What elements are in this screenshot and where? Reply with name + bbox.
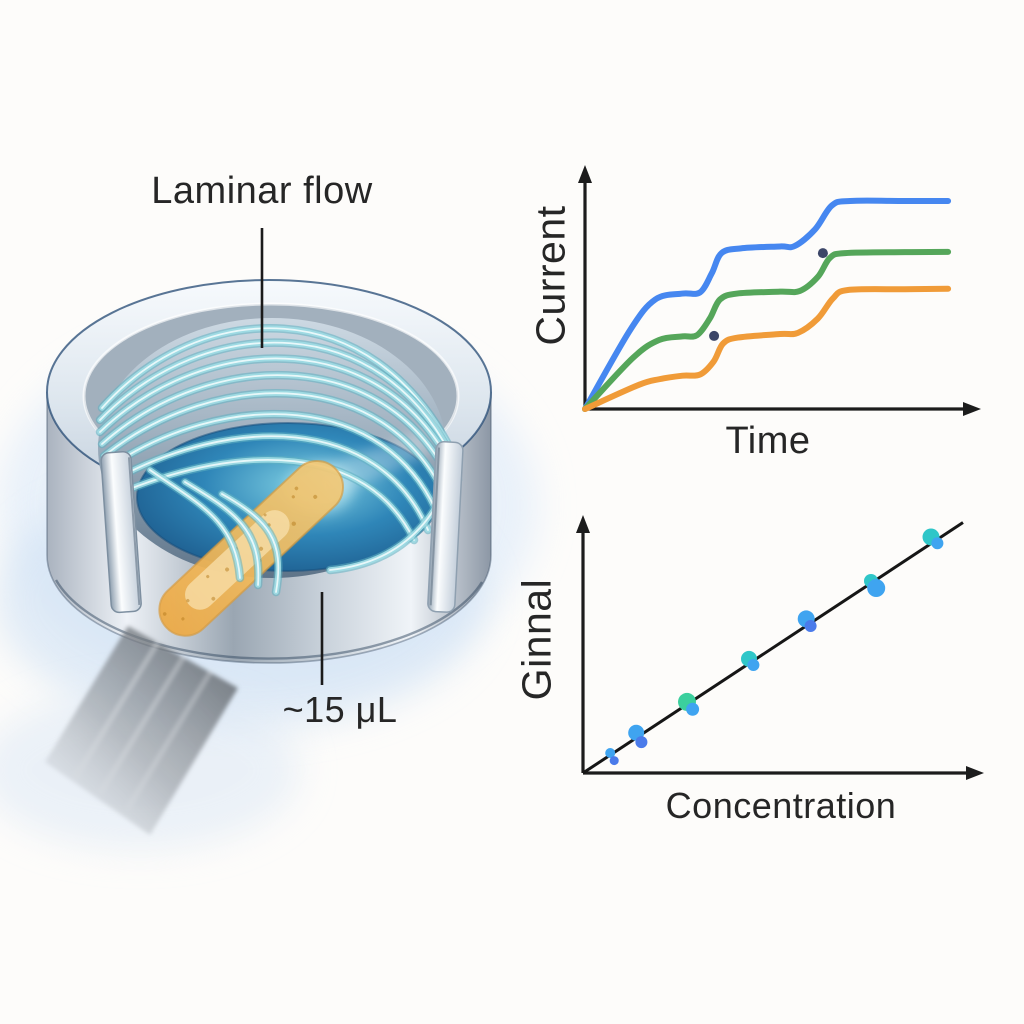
step-marker-1 (709, 330, 720, 341)
chart2-axes (576, 515, 984, 780)
chart1-y-axis-label: Current (527, 205, 574, 346)
streamline-over-2-highlight (184, 481, 260, 586)
chart1-step-markers (709, 248, 828, 341)
chart2-trend-line (582, 521, 964, 775)
streamline-2-highlight (99, 341, 457, 467)
scatter-point-14 (931, 537, 944, 550)
chart2-scatter-points (605, 528, 944, 766)
chart1-x-axis-label: Time (725, 420, 811, 462)
streamline-4-highlight (101, 374, 457, 495)
streamline-6-highlight (107, 413, 441, 521)
scatter-point-12 (867, 579, 886, 598)
current-vs-time-chart (578, 165, 981, 416)
scatter-point-2 (609, 756, 619, 766)
chart2-y-arrowhead (576, 515, 590, 533)
laminar-flow-label: Laminar flow (151, 170, 373, 212)
chart2-x-arrowhead (966, 766, 984, 780)
streamline-over-1-highlight (149, 469, 241, 579)
volume-label: ~15 μL (282, 689, 398, 730)
chart1-axes (578, 165, 981, 416)
step-marker-2 (817, 248, 828, 259)
wall-slit-right (427, 441, 464, 613)
chart2-x-axis-label: Concentration (665, 785, 897, 826)
calibration-trend-line (582, 521, 964, 775)
laminar-streamlines (95, 324, 463, 575)
streamline-8-highlight (121, 459, 415, 541)
series-bottom-orange-curve (582, 285, 952, 412)
laminar-streamlines-over-probe (145, 465, 283, 597)
scatter-point-10 (804, 620, 817, 633)
flow-cell-illustration (0, 228, 538, 850)
chart2-y-axis-label: Ginnal (513, 578, 560, 701)
streamline-1-highlight (101, 327, 453, 453)
streamline-7-highlight (113, 435, 429, 531)
series-top-blue-curve (582, 197, 952, 412)
cell-wall-seam (54, 579, 484, 660)
streamline-5-highlight (103, 392, 451, 509)
chart1-series (582, 197, 952, 412)
scatter-point-1 (605, 748, 616, 759)
wall-notch-left (100, 451, 142, 614)
probe-speckles (162, 486, 318, 621)
streamline-over-3-highlight (221, 493, 280, 593)
series-middle-green-curve (582, 248, 952, 412)
streamline-3-highlight (99, 357, 459, 481)
scatter-point-6 (686, 702, 700, 716)
signal-vs-concentration-chart (576, 515, 984, 780)
chart1-y-arrowhead (578, 165, 592, 183)
chart1-x-arrowhead (963, 402, 981, 416)
scatter-point-8 (747, 658, 760, 671)
scatter-point-4 (635, 736, 648, 749)
cable-ribbons (45, 626, 238, 835)
